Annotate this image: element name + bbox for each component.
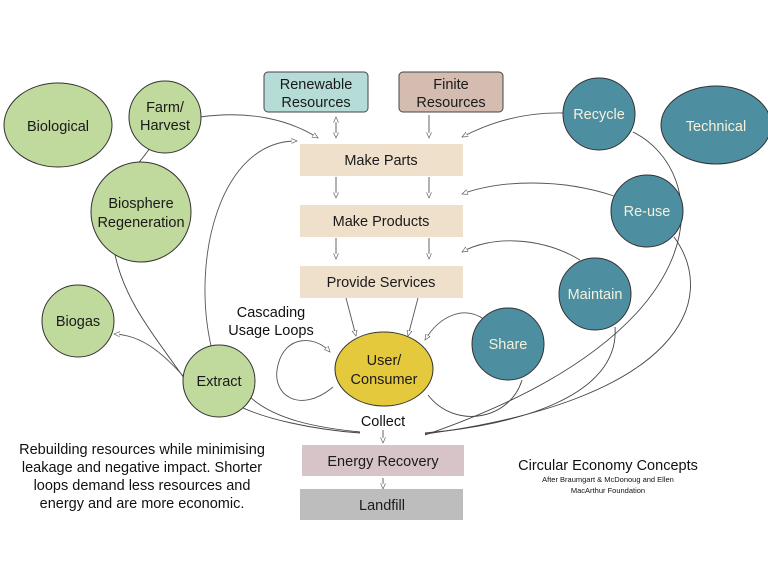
cascading-loop xyxy=(276,340,334,401)
node-farm-harvest-label-2: Harvest xyxy=(140,118,190,134)
renewable-label-1: Renewable xyxy=(280,77,353,93)
diagram-subtitle-1: After Braumgart & McDonoug and Ellen xyxy=(542,475,674,484)
landfill-label: Landfill xyxy=(359,498,405,514)
provide-services-label: Provide Services xyxy=(327,275,436,291)
box-provide-services: Provide Services xyxy=(300,266,463,298)
node-biogas-label: Biogas xyxy=(56,314,100,330)
diagram-subtitle-2: MacArthur Foundation xyxy=(571,486,645,495)
cascading-label-2: Usage Loops xyxy=(228,323,313,339)
energy-recovery-label: Energy Recovery xyxy=(327,454,439,470)
node-technical: Technical xyxy=(660,85,768,165)
edge-reuse-to-collect xyxy=(424,236,691,435)
box-landfill: Landfill xyxy=(300,489,463,520)
node-reuse: Re-use xyxy=(610,174,684,248)
edge-recycle-to-make-parts xyxy=(462,112,564,138)
edge-extract-to-collect xyxy=(229,400,361,434)
box-renewable-resources: Renewable Resources xyxy=(263,71,369,113)
description-line-3: loops demand less resources and xyxy=(34,478,251,494)
make-products-label: Make Products xyxy=(333,214,430,230)
node-maintain-label: Maintain xyxy=(568,287,623,303)
edge-services-to-user-left xyxy=(345,297,356,336)
node-biosphere-label-1: Biosphere xyxy=(108,196,173,212)
finite-label-2: Resources xyxy=(416,95,485,111)
node-biogas: Biogas xyxy=(41,284,115,358)
description-line-1: Rebuilding resources while minimising xyxy=(19,442,265,458)
node-farm-harvest: Farm/ Harvest xyxy=(128,80,202,154)
edge-reuse-to-make-products xyxy=(462,182,615,197)
node-biological: Biological xyxy=(3,82,113,168)
node-user-consumer: User/ Consumer xyxy=(334,331,434,407)
node-technical-label: Technical xyxy=(686,119,746,135)
node-recycle-label: Recycle xyxy=(573,107,625,123)
edge-biosphere-to-extract xyxy=(114,254,185,379)
finite-label-1: Finite xyxy=(433,77,468,93)
title-block: Circular Economy Concepts After Braumgar… xyxy=(518,458,698,495)
box-finite-resources: Finite Resources xyxy=(398,71,504,113)
box-make-products: Make Products xyxy=(300,205,463,237)
node-share: Share xyxy=(471,307,545,381)
edge-services-to-user-right xyxy=(408,297,419,336)
node-biosphere-regeneration: Biosphere Regeneration xyxy=(90,161,192,263)
description-line-4: energy and are more economic. xyxy=(40,496,245,512)
renewable-label-2: Resources xyxy=(281,95,350,111)
consumer-label-2: Consumer xyxy=(351,372,418,388)
description-line-2: leakage and negative impact. Shorter xyxy=(22,460,262,476)
node-biosphere-label-2: Regeneration xyxy=(97,215,184,231)
box-make-parts: Make Parts xyxy=(300,144,463,176)
node-maintain: Maintain xyxy=(558,257,632,331)
node-biological-label: Biological xyxy=(27,119,89,135)
node-extract: Extract xyxy=(182,344,256,418)
edge-maintain-to-services xyxy=(462,240,581,261)
node-extract-label: Extract xyxy=(196,374,241,390)
node-reuse-label: Re-use xyxy=(624,204,671,220)
cascading-label-1: Cascading xyxy=(237,305,306,321)
edge-share-to-user xyxy=(425,312,486,340)
edge-extract-to-biogas xyxy=(114,334,186,379)
node-share-label: Share xyxy=(489,337,528,353)
consumer-label-1: User/ xyxy=(367,353,403,369)
edge-recycle-to-collect xyxy=(424,131,682,436)
description-text: Rebuilding resources while minimising le… xyxy=(19,442,265,512)
diagram-title: Circular Economy Concepts xyxy=(518,458,698,474)
node-farm-harvest-label-1: Farm/ xyxy=(146,100,185,116)
make-parts-label: Make Parts xyxy=(344,153,417,169)
collect-label: Collect xyxy=(361,414,405,430)
node-recycle: Recycle xyxy=(562,77,636,151)
edge-extract-loop-to-make-parts xyxy=(204,141,297,351)
edge-farm-to-make-parts xyxy=(199,114,318,138)
edge-biosphere-to-collect xyxy=(244,391,361,433)
box-energy-recovery: Energy Recovery xyxy=(302,445,464,476)
edge-user-share-loop xyxy=(427,379,523,417)
